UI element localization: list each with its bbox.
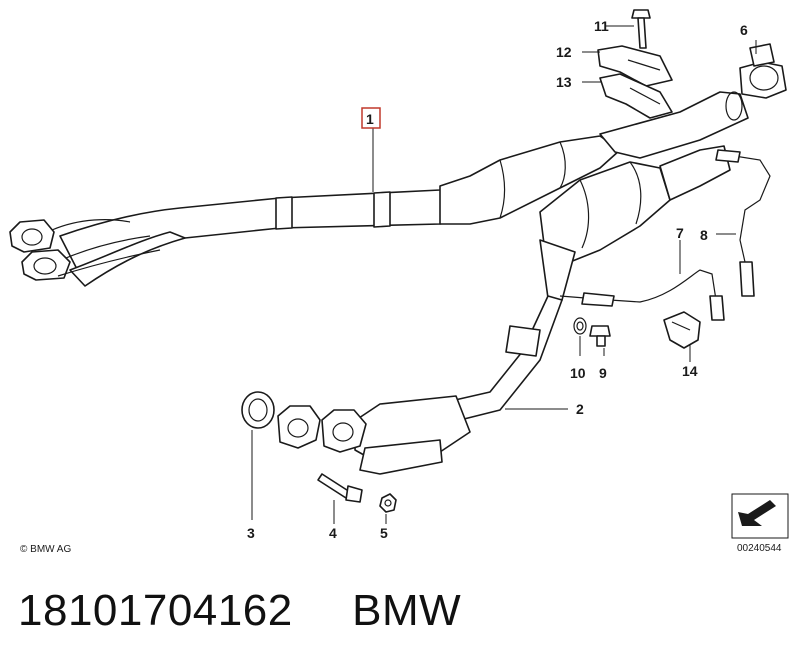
callout-6: 6 <box>740 22 748 38</box>
bracket-upper <box>597 45 673 87</box>
oxygen-sensor-7 <box>559 269 725 321</box>
callout-7: 7 <box>676 225 684 241</box>
oxygen-sensor-8 <box>715 149 771 297</box>
upper-exhaust-pipe <box>9 177 481 287</box>
callout-14: 14 <box>682 363 698 379</box>
copyright-text: © BMW AG <box>20 544 71 555</box>
sensor-clip <box>663 311 701 349</box>
exhaust-parts-diagram: 1 2 3 4 5 6 7 8 9 10 11 12 13 14 © BMW A… <box>9 9 789 555</box>
gasket-ring <box>241 391 275 429</box>
leader-lines <box>251 25 757 524</box>
caption: 18101704162 BMW <box>18 586 461 636</box>
arrow-icon <box>738 500 776 526</box>
callout-4: 4 <box>329 525 337 541</box>
highlight-box <box>361 107 381 129</box>
diagram-id-box <box>731 493 789 539</box>
brand-name: BMW <box>352 586 462 635</box>
nut <box>379 493 397 513</box>
upper-catalytic-converter <box>439 91 749 225</box>
lower-exhaust-pipe <box>277 295 563 475</box>
callout-9: 9 <box>599 365 607 381</box>
callout-2: 2 <box>576 401 584 417</box>
callout-11: 11 <box>594 18 609 34</box>
sealing-ring <box>573 317 587 335</box>
callout-13: 13 <box>556 74 572 90</box>
part-number: 18101704162 <box>18 586 293 635</box>
callout-5: 5 <box>380 525 388 541</box>
callout-1: 1 <box>366 111 374 127</box>
bracket-lower <box>599 73 673 119</box>
callout-10: 10 <box>570 365 586 381</box>
callout-3: 3 <box>247 525 255 541</box>
bolt-short <box>589 325 611 347</box>
callout-8: 8 <box>700 227 708 243</box>
diagram-number: 00240544 <box>737 543 782 554</box>
hanger-bolt <box>631 9 651 49</box>
pipe-clamp <box>739 43 787 99</box>
lower-catalytic-converter <box>539 145 731 301</box>
bolt-long <box>317 473 363 503</box>
callout-12: 12 <box>556 44 572 60</box>
